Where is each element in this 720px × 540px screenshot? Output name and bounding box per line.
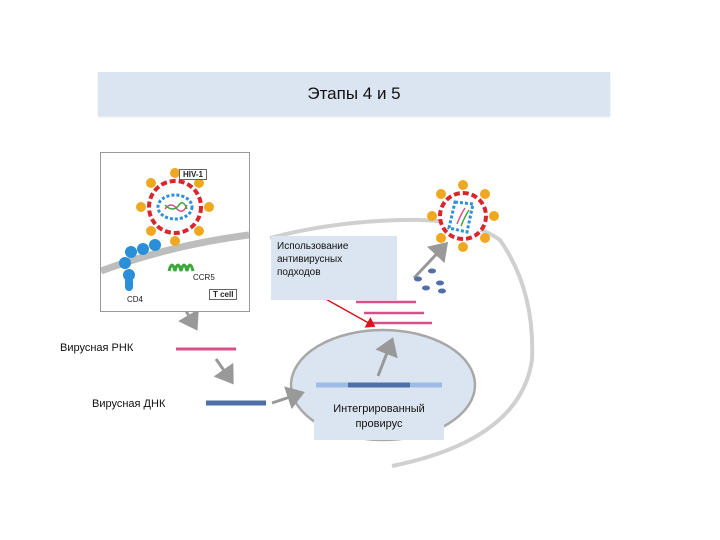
arrow-rna-to-dna [213,358,234,385]
callout-line-3: подходов [277,267,321,278]
cd4-label: CD4 [127,295,144,304]
provirus-label-box: Интегрированный провирус [314,396,444,440]
page-title: Этапы 4 и 5 [307,84,401,103]
arrow-provirus-to-rna [375,337,398,377]
viral-dna-label: Вирусная ДНК [92,398,166,410]
viral-protein-fragments [414,268,446,294]
callout-line-2: антивирусных [277,254,343,265]
ccr5-label: CCR5 [193,273,215,282]
cd4-receptor [119,239,161,291]
ccr5-receptor [167,263,195,272]
arrow-budding [412,241,449,280]
t-cell-label: T cell [209,289,238,300]
inset-virion [136,168,214,246]
viral-rna-label: Вирусная РНК [60,342,134,354]
inset-illustration [101,168,249,291]
provirus-label-line-1: Интегрированный [333,403,425,415]
cell-membrane [269,217,535,468]
antiviral-callout: Использование антивирусных подходов [271,236,397,300]
provirus-label-line-2: провирус [355,418,403,430]
arrow-dna-to-nucleus [271,386,305,410]
hiv-label: HIV-1 [179,169,208,180]
t-cell-inset: HIV-1 CCR5 CD4 T cell [100,152,250,312]
callout-line-1: Использование [277,241,349,252]
title-bar: Этапы 4 и 5 [98,72,610,116]
budding-virion [427,180,499,252]
